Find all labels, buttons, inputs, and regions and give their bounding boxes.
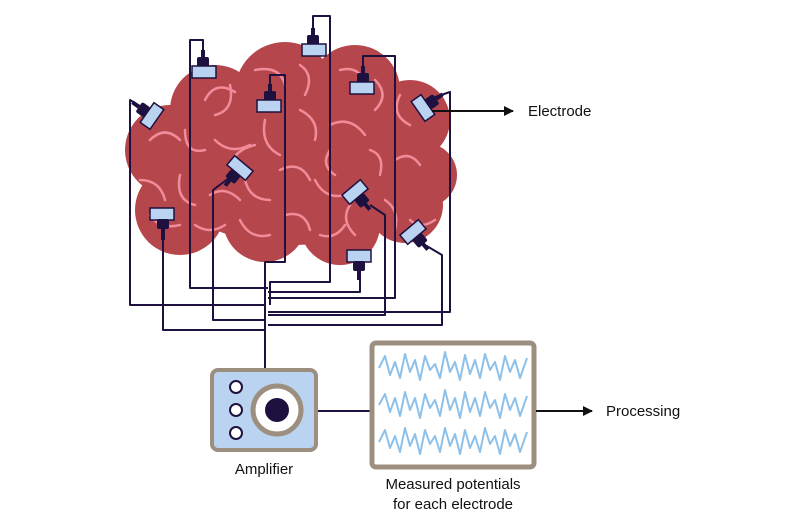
- electrode-icon: [346, 249, 372, 280]
- electrode-icon: [191, 50, 217, 79]
- electrode-icon: [398, 218, 430, 251]
- signal-monitor: [369, 340, 537, 470]
- amplifier: [210, 368, 318, 452]
- electrode-icon: [410, 92, 444, 123]
- electrode-label: Electrode: [528, 103, 591, 120]
- electrode-icon: [223, 154, 255, 187]
- electrode-icon: [340, 178, 372, 211]
- measured-potentials-label-line1: Measured potentials: [385, 476, 520, 493]
- amplifier-knob-icon: [229, 403, 243, 417]
- amplifier-knob-icon: [229, 426, 243, 440]
- electrode-icon: [301, 28, 327, 57]
- electrodes: [131, 28, 444, 280]
- amplifier-label: Amplifier: [235, 461, 293, 478]
- electrode-icon: [131, 100, 165, 131]
- electrode-icon: [256, 84, 282, 113]
- electrode-icon: [349, 66, 375, 95]
- measured-potentials-label-line2: for each electrode: [393, 496, 513, 513]
- amplifier-knob-icon: [229, 380, 243, 394]
- electrode-icon: [149, 207, 175, 240]
- signal-waves: [378, 351, 528, 455]
- processing-label: Processing: [606, 403, 680, 420]
